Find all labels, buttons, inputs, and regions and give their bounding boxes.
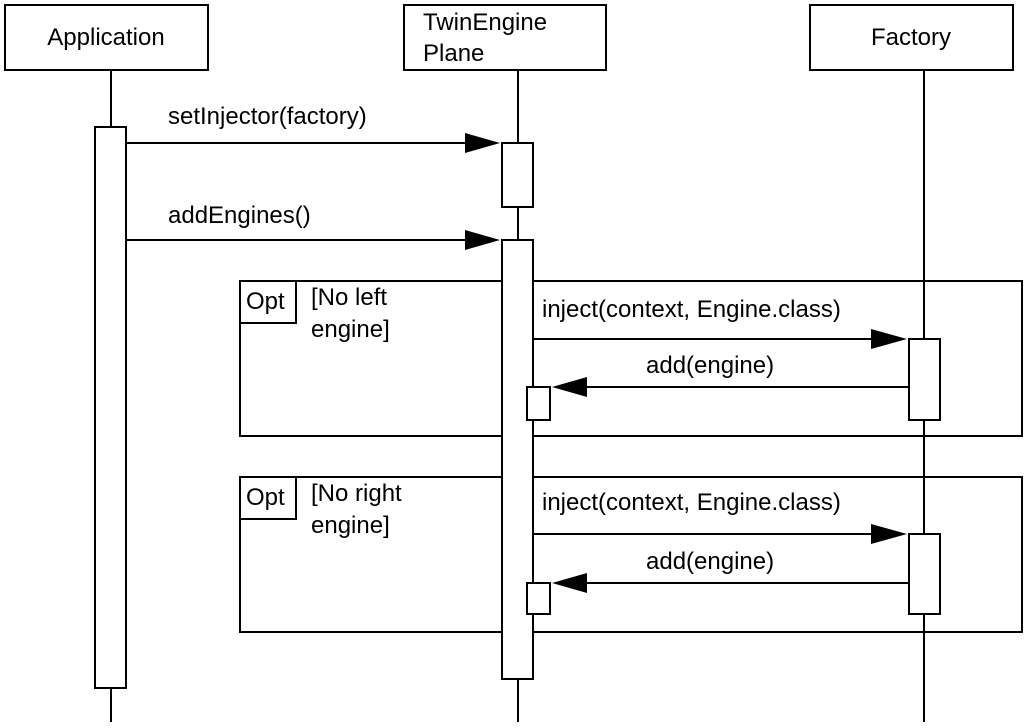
opt-operator-tab	[240, 477, 297, 520]
opt-operator-label: Opt	[246, 288, 285, 315]
opt-guard-line2: engine]	[311, 512, 390, 539]
factory-activation-right	[908, 533, 941, 615]
arrowhead-icon	[465, 133, 500, 153]
opt-guard-line1: [No right	[311, 480, 402, 507]
plane-label-line1: TwinEngine	[423, 9, 547, 36]
message-inject-left: inject(context, Engine.class)	[533, 296, 907, 349]
message-label: setInjector(factory)	[168, 103, 367, 130]
opt-operator-tab	[240, 281, 297, 324]
plane-participant: TwinEngine Plane	[403, 4, 607, 71]
application-participant: Application	[4, 4, 209, 71]
message-label: add(engine)	[646, 352, 774, 379]
factory-activation-left	[908, 338, 941, 421]
arrowhead-icon	[552, 377, 587, 397]
plane-label-line2: Plane	[423, 40, 484, 67]
arrowhead-icon	[871, 329, 907, 349]
message-label: inject(context, Engine.class)	[542, 489, 841, 516]
arrowhead-icon	[871, 524, 907, 544]
application-label: Application	[47, 24, 164, 51]
message-label: add(engine)	[646, 548, 774, 575]
opt-guard-line1: [No left	[311, 284, 387, 311]
application-activation	[94, 126, 127, 689]
opt-guard-line2: engine]	[311, 316, 390, 343]
opt-fragment-right: Opt [No right engine]	[239, 476, 1023, 633]
factory-participant: Factory	[809, 4, 1014, 71]
opt-operator-label: Opt	[246, 484, 285, 511]
factory-label: Factory	[871, 24, 951, 51]
message-label: addEngines()	[168, 202, 311, 229]
arrowhead-icon	[465, 230, 500, 250]
arrowhead-icon	[552, 573, 587, 593]
message-setinjector: setInjector(factory)	[126, 103, 500, 153]
opt-fragment-left: Opt [No left engine]	[239, 280, 1023, 437]
plane-activation-addengines	[501, 239, 534, 680]
plane-activation-add-right	[526, 582, 551, 615]
message-addengines: addEngines()	[126, 202, 500, 250]
message-inject-right: inject(context, Engine.class)	[533, 489, 907, 544]
message-add-left: add(engine)	[552, 352, 909, 397]
message-label: inject(context, Engine.class)	[542, 296, 841, 323]
plane-activation-setinjector	[501, 142, 534, 208]
plane-activation-add-left	[526, 386, 551, 421]
message-add-right: add(engine)	[552, 548, 909, 593]
